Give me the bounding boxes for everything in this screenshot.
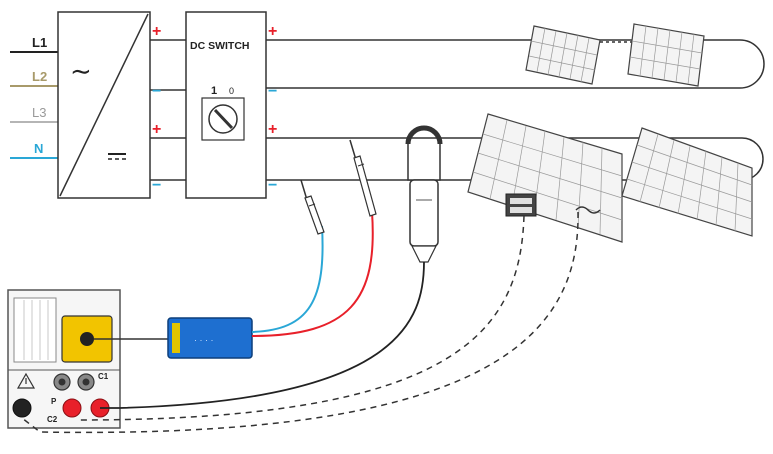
ac-symbol-icon: ∼ xyxy=(70,56,92,86)
dc-switch-knob-handle xyxy=(213,108,234,130)
polarity-markers: + − + − + − + − xyxy=(152,23,277,194)
terminal-socket-black[interactable] xyxy=(12,398,32,418)
instrument: C1 P C2 xyxy=(7,289,121,429)
phase-label-l2: L2 xyxy=(32,69,47,84)
pv-panel-upper-2 xyxy=(627,23,705,87)
minus-marker: − xyxy=(152,177,161,194)
plus-marker: + xyxy=(268,23,277,40)
terminal-label-c1: C1 xyxy=(98,372,109,381)
pv-panel-lower-1 xyxy=(467,113,623,243)
sensor-cable-dashed-1 xyxy=(79,215,525,421)
minus-marker: − xyxy=(268,177,277,194)
string-cable-upper xyxy=(266,39,765,89)
clamp-cable-black xyxy=(100,261,425,409)
dc-switch: DC SWITCH 1 0 xyxy=(185,11,267,199)
plus-marker: + xyxy=(268,121,277,138)
test-probe-blue[interactable] xyxy=(300,179,325,235)
minus-marker: − xyxy=(152,83,161,100)
dc-symbol-icon xyxy=(108,153,126,160)
terminal-label-p: P xyxy=(51,397,57,406)
sensor-cable-dashed-2 xyxy=(21,211,579,434)
dc-switch-pos-on: 1 xyxy=(211,85,217,97)
current-clamp[interactable] xyxy=(405,125,443,263)
irradiance-sensor xyxy=(505,193,537,217)
inverter-diagonal xyxy=(59,13,149,197)
terminal-label-c2: C2 xyxy=(47,415,58,424)
minus-marker: − xyxy=(268,83,277,100)
pv-panel-upper-1 xyxy=(525,25,601,85)
phase-label-l1: L1 xyxy=(32,35,47,50)
adapter-label: · · · · xyxy=(194,335,214,345)
pv-panel-lower-2 xyxy=(621,127,753,237)
temperature-probe xyxy=(575,206,601,214)
probe-lead-blue xyxy=(251,225,324,333)
aux-port-socket xyxy=(80,332,94,346)
instrument-display xyxy=(13,297,57,363)
probe-lead-red xyxy=(251,211,374,337)
dc-link-lines xyxy=(150,39,186,181)
dc-switch-pos-off: 0 xyxy=(229,86,234,96)
terminal-socket-red-p[interactable] xyxy=(62,398,82,418)
test-probe-red[interactable] xyxy=(349,139,377,217)
phase-label-n: N xyxy=(34,141,43,156)
phase-label-l3: L3 xyxy=(32,105,46,120)
ac-phase-lines: L1 L2 L3 N xyxy=(10,35,58,159)
inverter: ∼ xyxy=(57,11,151,199)
dc-switch-title: DC SWITCH xyxy=(190,40,250,52)
adapter-module: · · · · xyxy=(167,317,253,359)
warning-triangle-icon xyxy=(16,372,36,389)
plus-marker: + xyxy=(152,121,161,138)
plus-marker: + xyxy=(152,23,161,40)
